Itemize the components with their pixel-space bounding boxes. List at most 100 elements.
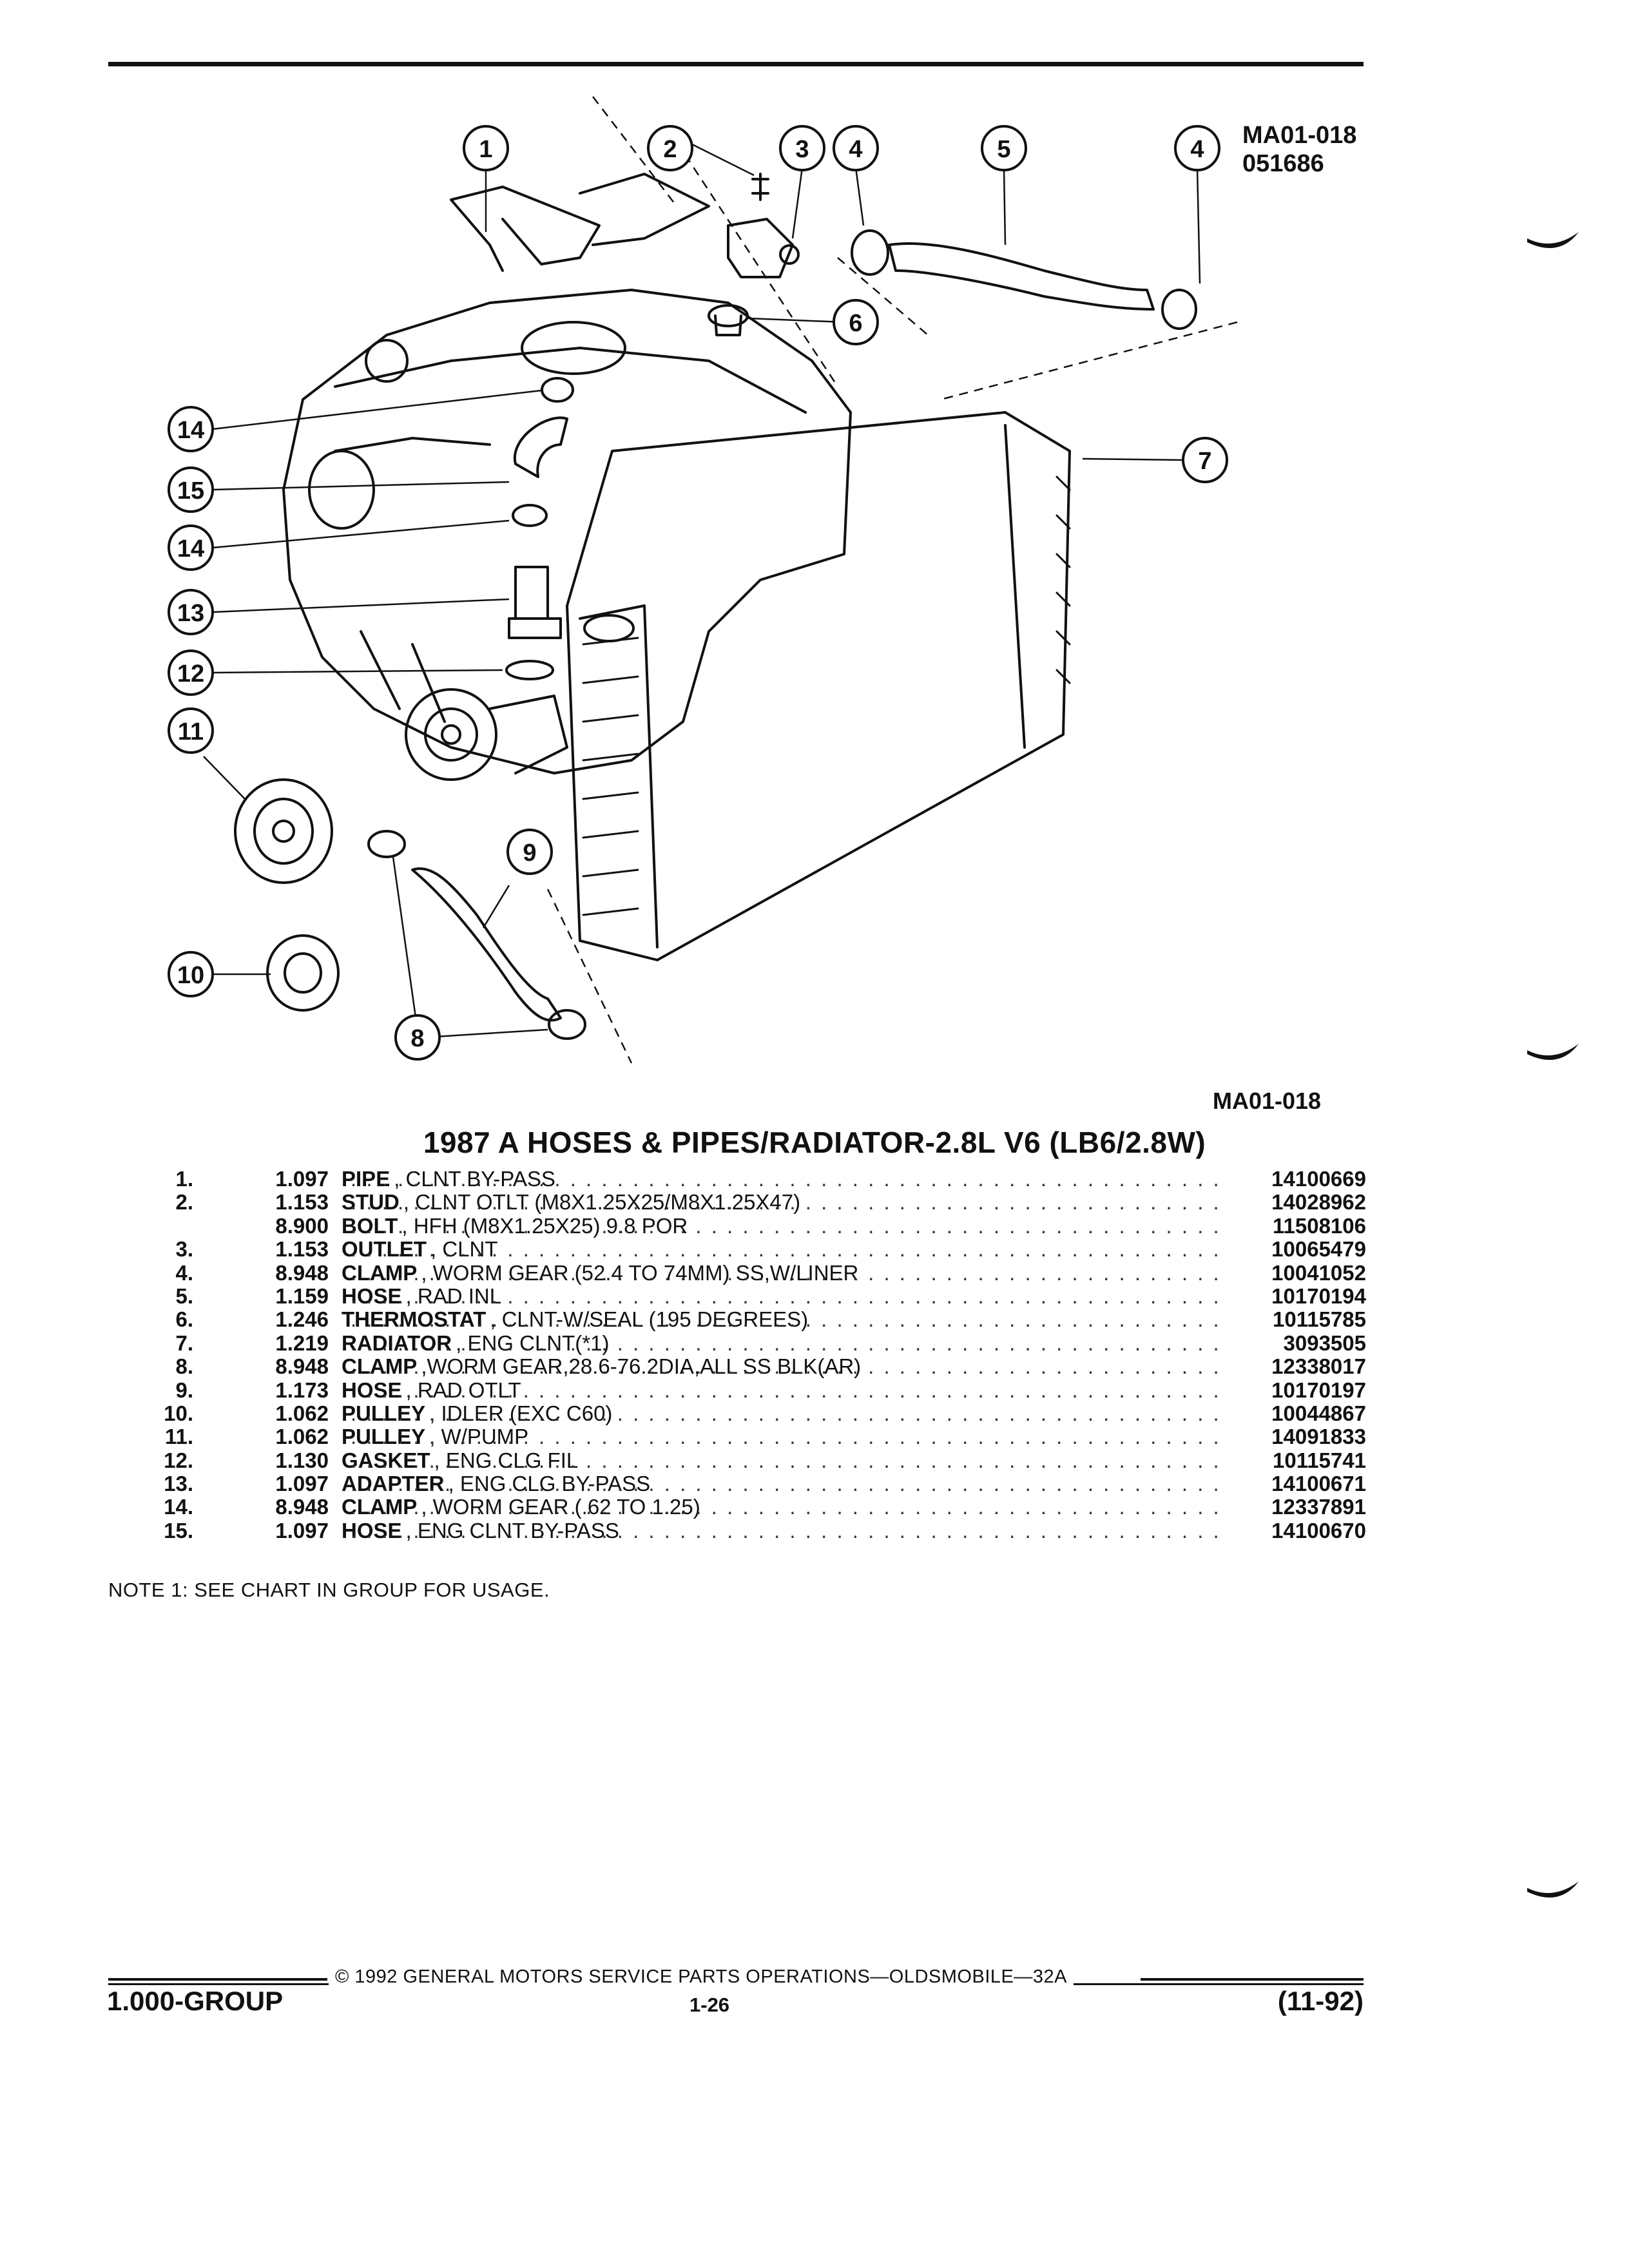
part-detail: , RAD OTLT: [405, 1378, 521, 1402]
callout-label: 7: [1198, 448, 1211, 475]
dot-leader: . . . . . . . . . . . . . . . . . . . . …: [351, 1261, 1218, 1285]
part-detail: , IDLER (EXC C60): [429, 1401, 613, 1425]
figure-ref-date: 051686: [1242, 150, 1324, 177]
dot-leader: . . . . . . . . . . . . . . . . . . . . …: [351, 1472, 1218, 1496]
dot-leader: . . . . . . . . . . . . . . . . . . . . …: [351, 1214, 1218, 1238]
callout-label: 1: [479, 136, 492, 163]
callout-4b: [1174, 125, 1220, 171]
part-ref-number: 10.: [164, 1401, 193, 1425]
part-name: CLAMP: [342, 1495, 418, 1519]
dot-leader: . . . . . . . . . . . . . . . . . . . . …: [351, 1191, 1218, 1215]
part-number: 10170197: [1271, 1378, 1366, 1402]
part-description: CLAMP,WORM GEAR,28.6-76.2DIA,ALL SS BLK(…: [342, 1355, 1218, 1378]
part-row: 14. 8.948 CLAMP, WORM GEAR (.62 TO 1.25). …: [129, 1495, 1366, 1519]
footer-rule-right: [1141, 1978, 1364, 1981]
part-detail: , WORM GEAR (52.4 TO 74MM) SS,W/LINER: [421, 1261, 859, 1285]
dot-leader: . . . . . . . . . . . . . . . . . . . . …: [351, 1378, 1218, 1402]
part-detail: ,WORM GEAR,28.6-76.2DIA,ALL SS BLK(AR): [421, 1355, 862, 1379]
callout-5: [981, 125, 1027, 171]
callout-label: 4: [849, 136, 862, 163]
figure-caption: MA01-018: [1213, 1088, 1322, 1114]
callout-label: 3: [795, 136, 809, 163]
part-name: HOSE: [342, 1284, 402, 1308]
part-detail: , RAD INL: [405, 1284, 502, 1308]
callout-14a: [168, 406, 214, 452]
dot-leader: . . . . . . . . . . . . . . . . . . . . …: [351, 1168, 1218, 1191]
part-description: PIPE, CLNT BY-PASS. . . . . . . . . . . …: [342, 1168, 1218, 1191]
part-name: RADIATOR: [342, 1331, 452, 1355]
part-number: 10065479: [1271, 1237, 1366, 1262]
callout-label: 15: [177, 477, 204, 505]
part-ref-number: 2.: [175, 1190, 193, 1215]
callout-14b: [168, 524, 214, 571]
part-number: 10115785: [1272, 1307, 1366, 1332]
footer-rule-left: [108, 1978, 327, 1981]
part-number: 10115741: [1272, 1448, 1366, 1472]
callout-9: [506, 829, 553, 875]
dot-leader: . . . . . . . . . . . . . . . . . . . . …: [351, 1401, 1218, 1425]
part-name: OUTLET: [342, 1238, 427, 1262]
margin-marks: [1527, 232, 1579, 1898]
part-ref-number: 14.: [164, 1495, 193, 1519]
callout-label: 12: [177, 660, 204, 687]
part-detail: , ENG CLNT(*1): [456, 1331, 610, 1355]
part-name: STUD: [342, 1191, 400, 1215]
dot-leader: . . . . . . . . . . . . . . . . . . . . …: [351, 1495, 1218, 1519]
exploded-view-diagram: 1 2 3 4 5 4 6 7 14 15 14 13 12 11 9 10 8: [168, 96, 1238, 1064]
dot-leader: . . . . . . . . . . . . . . . . . . . . …: [351, 1519, 1218, 1542]
part-number: 14028962: [1271, 1190, 1366, 1215]
callout-label: 14: [177, 417, 204, 444]
part-group-number: 1.130: [275, 1448, 329, 1472]
callout-label: 13: [177, 600, 204, 627]
part-description: PULLEY, IDLER (EXC C60). . . . . . . . .…: [342, 1402, 1218, 1425]
dot-leader: . . . . . . . . . . . . . . . . . . . . …: [351, 1308, 1218, 1332]
part-description: BOLT, HFH (M8X1.25X25) 9.8 POR. . . . . …: [342, 1215, 1218, 1238]
callout-label: 14: [177, 535, 204, 562]
part-description: HOSE, RAD INL. . . . . . . . . . . . . .…: [342, 1285, 1218, 1308]
part-group-number: 1.173: [275, 1378, 329, 1402]
part-detail: , CLNT-W/SEAL (195 DEGREES): [490, 1308, 809, 1332]
callout-label: 11: [178, 718, 204, 745]
callout-4a: [833, 125, 879, 171]
dot-leader: . . . . . . . . . . . . . . . . . . . . …: [351, 1425, 1218, 1449]
part-description: ADAPTER, ENG CLG BY-PASS. . . . . . . . …: [342, 1472, 1218, 1495]
part-name: PULLEY: [342, 1425, 426, 1449]
revision-date: (11-92): [1277, 1986, 1364, 2016]
part-ref-number: 3.: [175, 1237, 193, 1262]
callout-6: [833, 299, 879, 345]
part-description: HOSE, ENG CLNT BY-PASS. . . . . . . . . …: [342, 1519, 1218, 1542]
part-ref-number: 1.: [175, 1167, 193, 1191]
dot-leader: . . . . . . . . . . . . . . . . . . . . …: [351, 1448, 1218, 1472]
part-number: 14100671: [1271, 1472, 1366, 1496]
part-number: 14100670: [1271, 1518, 1366, 1542]
part-name: THERMOSTAT: [342, 1308, 487, 1332]
part-name: GASKET: [342, 1448, 430, 1472]
engine-block-shape: [282, 289, 852, 774]
part-ref-number: 13.: [164, 1472, 193, 1496]
part-number: 10170194: [1271, 1283, 1366, 1308]
part-number: 12338017: [1271, 1354, 1366, 1379]
part-number: 11508106: [1272, 1213, 1366, 1238]
callout-label: 2: [663, 136, 677, 163]
callout-label: 9: [523, 840, 536, 867]
part-description: CLAMP, WORM GEAR (.62 TO 1.25). . . . . …: [342, 1495, 1218, 1519]
part-group-number: 8.948: [275, 1495, 329, 1519]
part-group-number: 8.900: [275, 1213, 329, 1238]
part-detail: , WORM GEAR (.62 TO 1.25): [421, 1495, 700, 1519]
hose-5-shape: [888, 242, 1155, 311]
part-description: CLAMP, WORM GEAR (52.4 TO 74MM) SS,W/LIN…: [342, 1262, 1218, 1285]
dot-leader: . . . . . . . . . . . . . . . . . . . . …: [351, 1238, 1218, 1262]
part-name: PIPE: [342, 1168, 390, 1191]
callout-1: [463, 125, 509, 171]
part-description: PULLEY, W/PUMP. . . . . . . . . . . . . …: [342, 1425, 1218, 1448]
part-name: HOSE: [342, 1519, 402, 1542]
part-description: OUTLET, CLNT. . . . . . . . . . . . . . …: [342, 1238, 1218, 1261]
part-ref-number: 9.: [175, 1378, 193, 1402]
part-description: HOSE, RAD OTLT. . . . . . . . . . . . . …: [342, 1379, 1218, 1402]
